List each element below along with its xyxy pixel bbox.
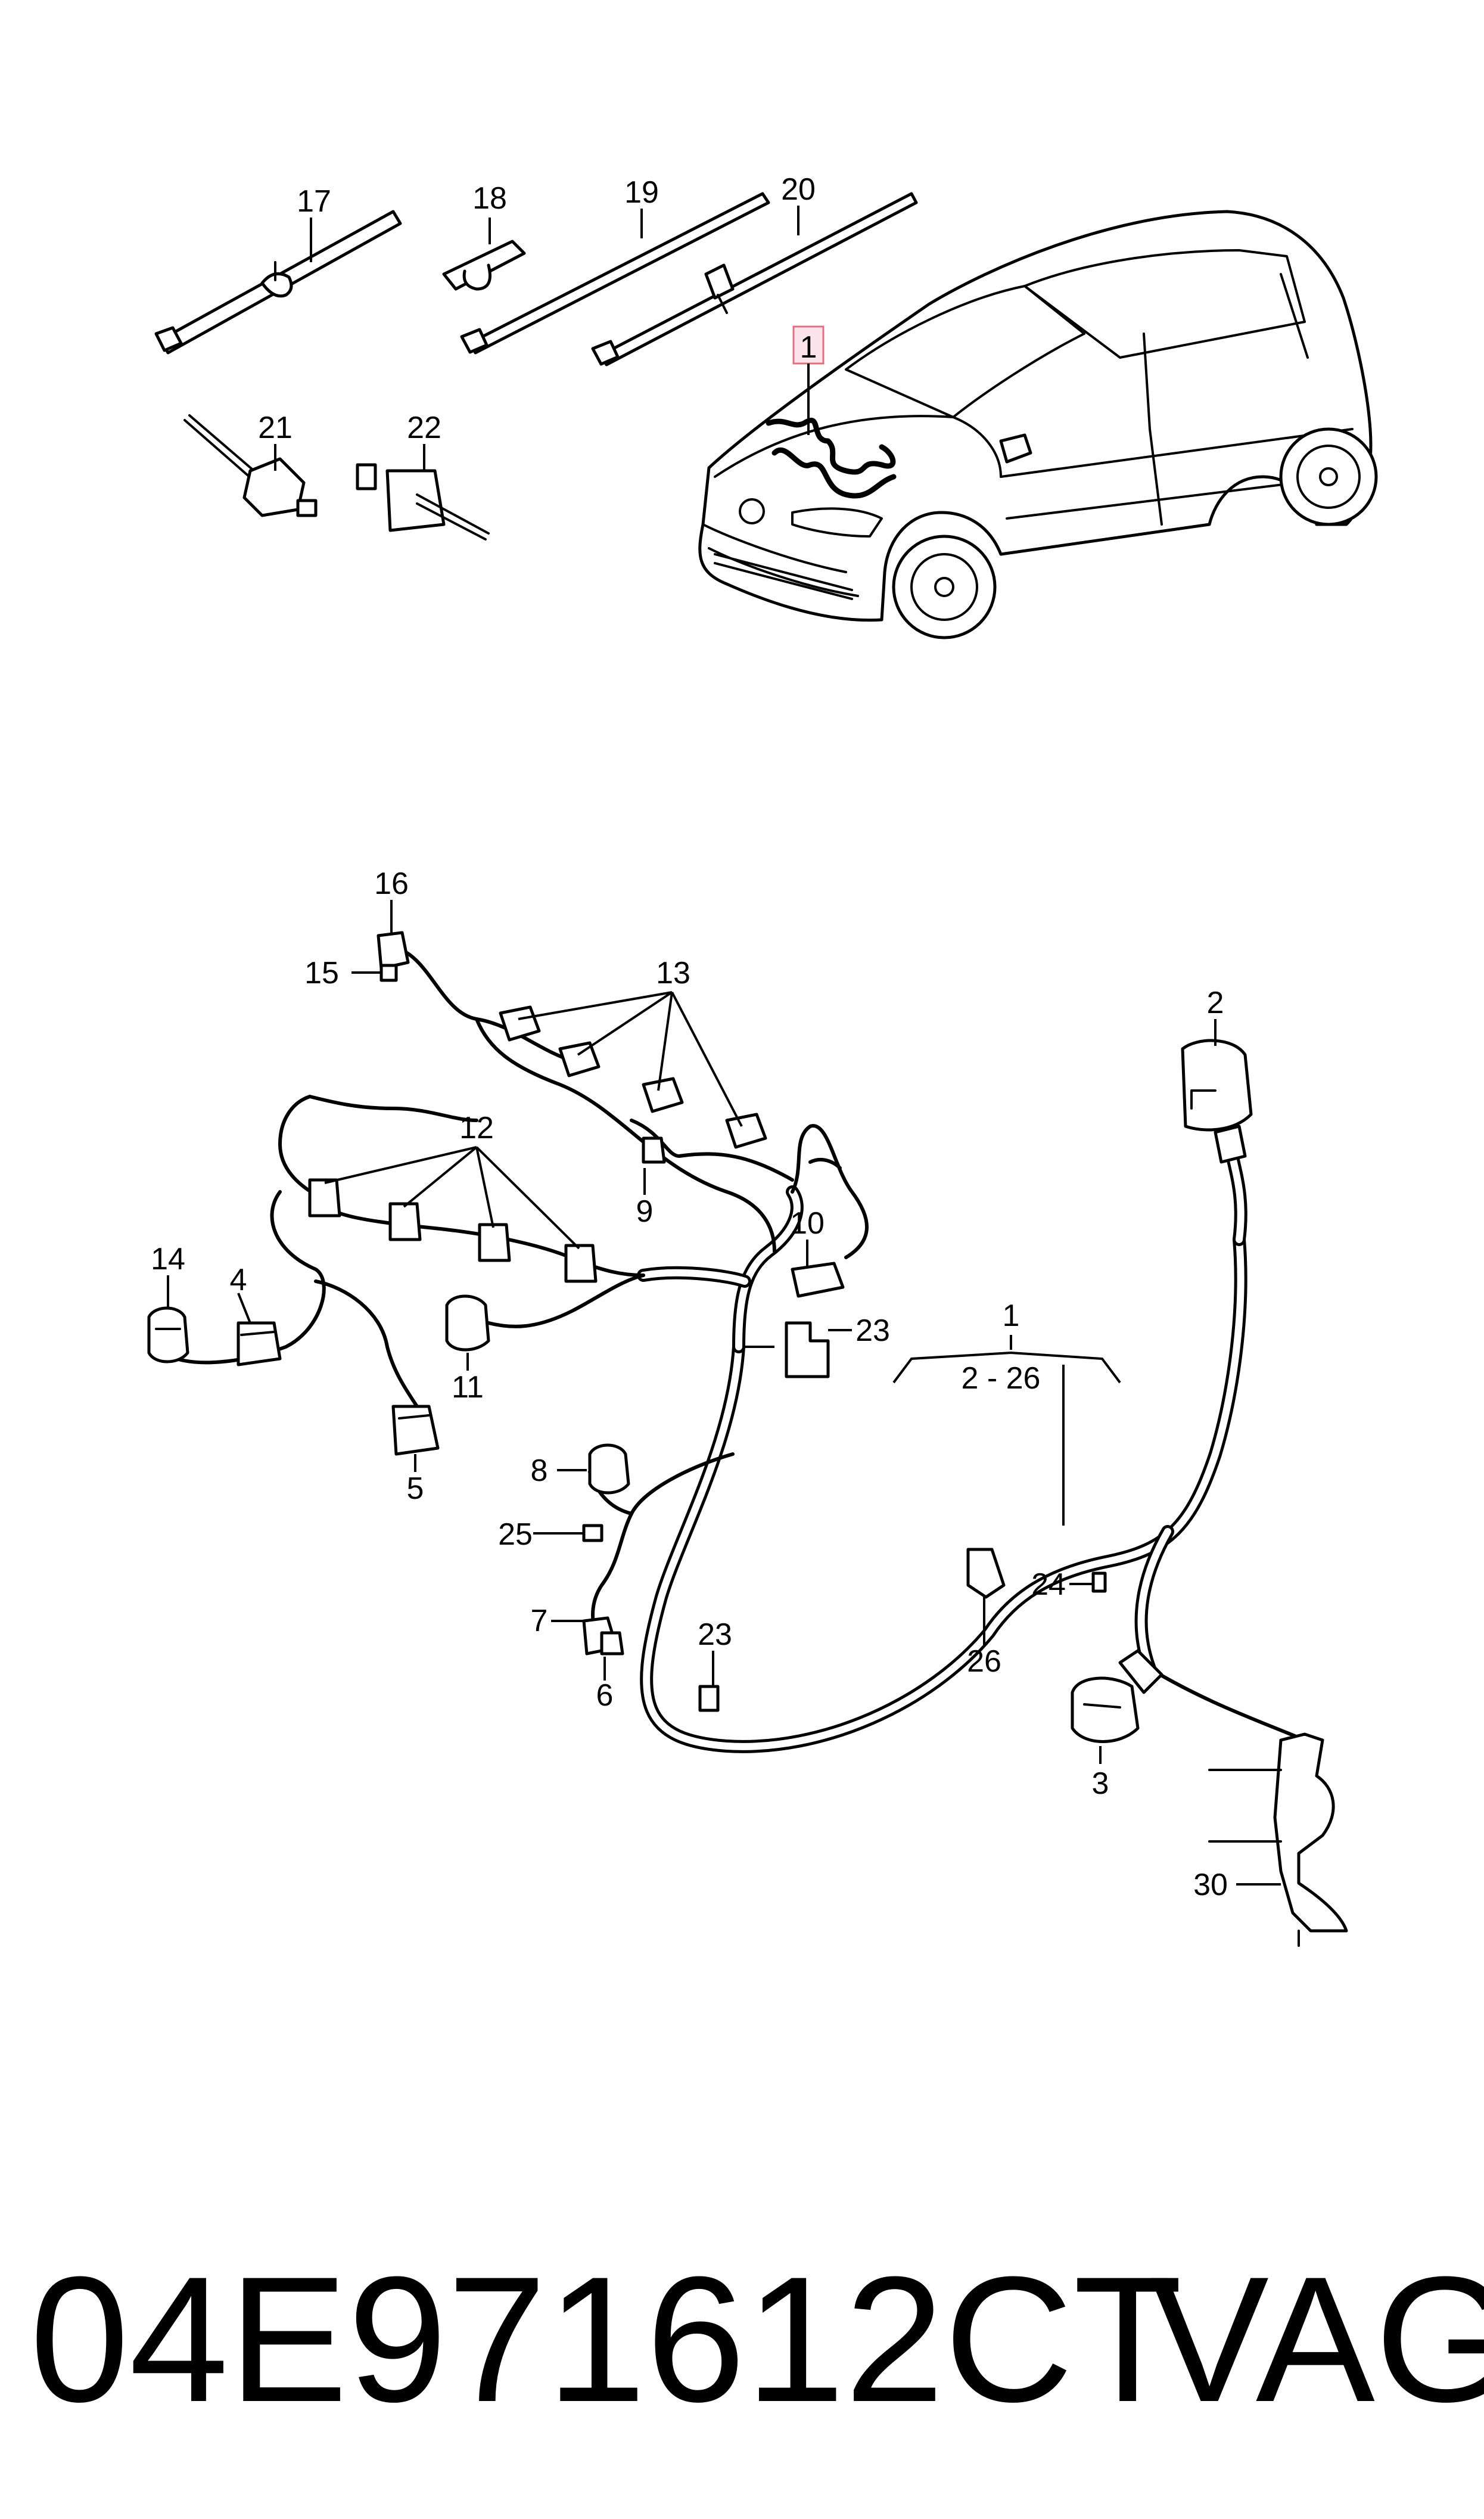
callout-11: 11 bbox=[452, 1370, 484, 1405]
connector-9 bbox=[642, 1136, 666, 1164]
footer: 04E971612CT VAG bbox=[30, 2238, 1484, 2440]
callout-24: 24 bbox=[1031, 1567, 1066, 1602]
callout-20: 20 bbox=[781, 172, 816, 207]
connector-3 bbox=[1071, 1649, 1163, 1743]
callout-3: 3 bbox=[1092, 1766, 1109, 1801]
callout-25: 25 bbox=[498, 1517, 533, 1552]
callout-2: 2 bbox=[1207, 986, 1224, 1020]
clip-24 bbox=[1091, 1571, 1107, 1593]
callout-30: 30 bbox=[1193, 1868, 1228, 1902]
car-illustration bbox=[698, 210, 1378, 639]
connector-8 bbox=[588, 1443, 630, 1495]
cable-tie-19 bbox=[460, 192, 770, 355]
connector-10 bbox=[791, 1262, 845, 1298]
callout-13: 13 bbox=[656, 956, 690, 990]
callout-16: 16 bbox=[374, 866, 409, 901]
main-wiring-harness bbox=[637, 1138, 1247, 1753]
callout-21: 21 bbox=[258, 411, 293, 445]
clip-22 bbox=[356, 463, 490, 541]
connector-2 bbox=[1181, 1039, 1253, 1164]
group-callout-1: 1 bbox=[1003, 1299, 1020, 1333]
callout-23-upper: 23 bbox=[855, 1313, 890, 1348]
connectors-13 bbox=[499, 1005, 767, 1149]
callout-18: 18 bbox=[472, 181, 507, 216]
callout-10: 10 bbox=[790, 1206, 825, 1241]
callout-12: 12 bbox=[459, 1111, 494, 1145]
clip-18 bbox=[442, 240, 526, 291]
connector-15-16 bbox=[377, 931, 410, 982]
connector-11 bbox=[445, 1294, 490, 1352]
cable-tie-20 bbox=[591, 192, 918, 366]
callout-1-highlight bbox=[792, 325, 825, 365]
connectors-12 bbox=[308, 1178, 598, 1283]
bracket-30 bbox=[1208, 1732, 1348, 1947]
clip-23-upper bbox=[785, 1321, 830, 1378]
brand-name: VAG bbox=[1150, 2239, 1484, 2439]
callout-22: 22 bbox=[407, 411, 441, 445]
callout-8: 8 bbox=[531, 1453, 548, 1488]
callout-labels: 17 18 19 20 1 21 22 16 15 13 12 9 10 14 … bbox=[151, 172, 1228, 1902]
callout-7: 7 bbox=[531, 1604, 548, 1638]
connector-14 bbox=[147, 1306, 189, 1363]
clip-25 bbox=[582, 1524, 603, 1542]
group-range: 2 - 26 bbox=[962, 1361, 1041, 1396]
connector-7-6 bbox=[582, 1616, 624, 1655]
leader-lines bbox=[167, 206, 1281, 1886]
callout-4: 4 bbox=[230, 1263, 247, 1297]
part-number: 04E971612CT bbox=[30, 2239, 1183, 2439]
clip-21 bbox=[183, 414, 318, 517]
callout-14: 14 bbox=[151, 1242, 185, 1276]
callout-19: 19 bbox=[624, 175, 659, 210]
clip-26 bbox=[966, 1548, 1006, 1599]
callout-9: 9 bbox=[636, 1194, 654, 1229]
callout-23-lower: 23 bbox=[698, 1617, 732, 1652]
callout-17: 17 bbox=[297, 184, 331, 219]
callout-26: 26 bbox=[967, 1644, 1001, 1679]
cable-tie-17 bbox=[154, 210, 402, 355]
callout-15: 15 bbox=[304, 956, 339, 990]
callout-1-top: 1 bbox=[800, 330, 817, 365]
callout-5: 5 bbox=[407, 1471, 424, 1506]
connector-4 bbox=[237, 1321, 282, 1366]
connector-5 bbox=[391, 1405, 440, 1456]
callout-6: 6 bbox=[596, 1678, 614, 1713]
clip-23-lower bbox=[698, 1685, 720, 1712]
